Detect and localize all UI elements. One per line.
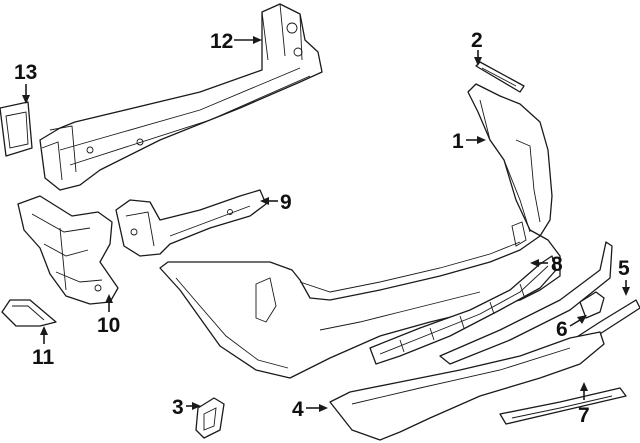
- part-7-lower-strip: [499, 387, 627, 425]
- part-9-bracket: [115, 189, 267, 257]
- part-8-support: [369, 255, 557, 365]
- callout-8: 8: [551, 253, 563, 276]
- callout-2: 2: [471, 29, 483, 52]
- part-trim-upper: [439, 241, 613, 365]
- part-10-side-bracket: [17, 195, 119, 305]
- part-3-cover: [195, 397, 225, 439]
- callout-6: 6: [556, 318, 568, 341]
- callout-9: 9: [280, 191, 292, 214]
- part-4-lower-valance: [329, 331, 605, 441]
- callout-3: 3: [172, 396, 184, 419]
- callout-labels: 12 13 2 1 9 10 11 8 5 6 7 4 3: [14, 29, 630, 427]
- leader-lines: [22, 36, 630, 412]
- callout-12: 12: [210, 30, 233, 53]
- callout-1: 1: [452, 130, 464, 153]
- callout-10: 10: [97, 314, 120, 337]
- part-13-pad: [0, 101, 33, 157]
- part-6-bracket: [579, 291, 605, 319]
- callout-13: 13: [14, 61, 37, 84]
- callout-4: 4: [292, 398, 304, 421]
- callout-11: 11: [32, 346, 55, 369]
- part-12-impact-bar: [39, 3, 323, 191]
- callout-7: 7: [578, 404, 590, 427]
- part-11-small-bracket: [1, 299, 57, 327]
- callout-5: 5: [618, 257, 630, 280]
- part-1-bumper-cover: [159, 83, 561, 379]
